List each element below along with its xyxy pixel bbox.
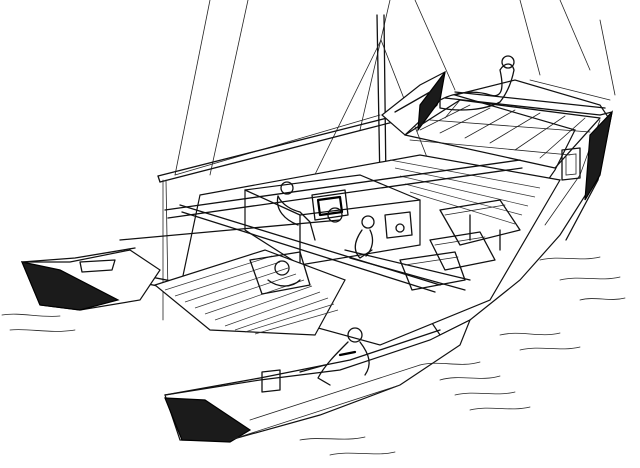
- port-bow-hull: [21, 247, 161, 311]
- water-ripples: [1, 256, 626, 456]
- aft-port-hull: [164, 318, 472, 443]
- cockpit-cabin: [244, 174, 421, 266]
- starboard-compartments: [399, 199, 521, 291]
- figure-aft-reclining: [299, 327, 370, 386]
- sails: [174, 0, 616, 176]
- forward-bow-left: [381, 70, 446, 136]
- boom: [157, 115, 398, 321]
- figure-helm-seated: [354, 215, 375, 259]
- figure-bow-reclining: [439, 55, 515, 119]
- forward-trampoline: [404, 99, 601, 169]
- aft-slatted-deck: [153, 249, 346, 336]
